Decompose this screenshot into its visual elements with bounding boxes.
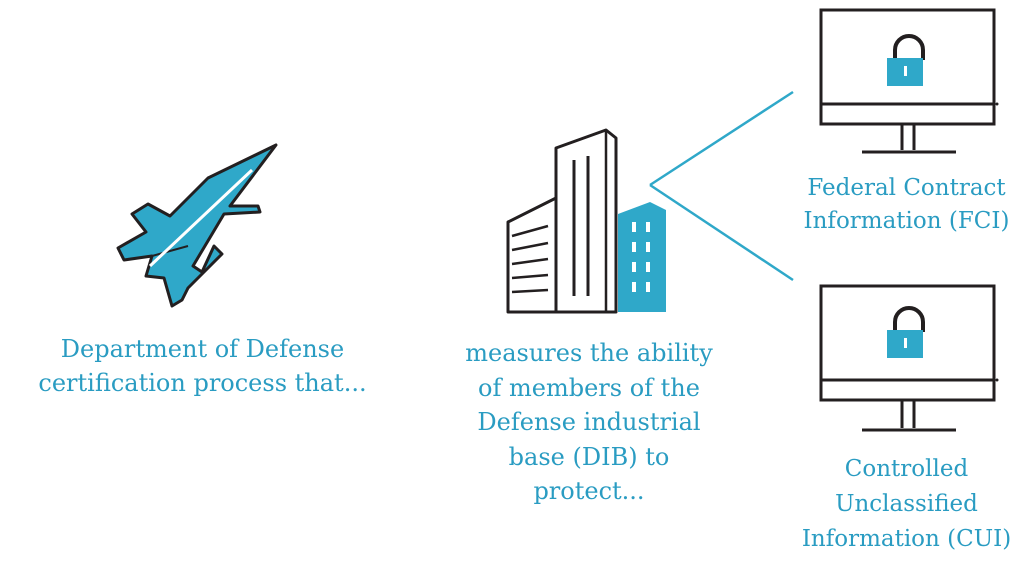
dod-caption: Department of Defense certification proc… xyxy=(38,335,367,397)
connector-line-fci xyxy=(649,90,794,187)
office-building-icon xyxy=(506,128,666,314)
monitor-lock-icon xyxy=(819,284,999,432)
fci-caption: Federal Contract Information (FCI) xyxy=(803,175,1010,234)
fighter-jet-icon xyxy=(116,143,278,308)
cui-caption: Controlled Unclassified Information (CUI… xyxy=(801,456,1012,552)
connector-line-cui xyxy=(649,183,794,282)
dib-caption: measures the ability of members of the D… xyxy=(465,339,713,505)
monitor-lock-icon xyxy=(819,8,999,154)
